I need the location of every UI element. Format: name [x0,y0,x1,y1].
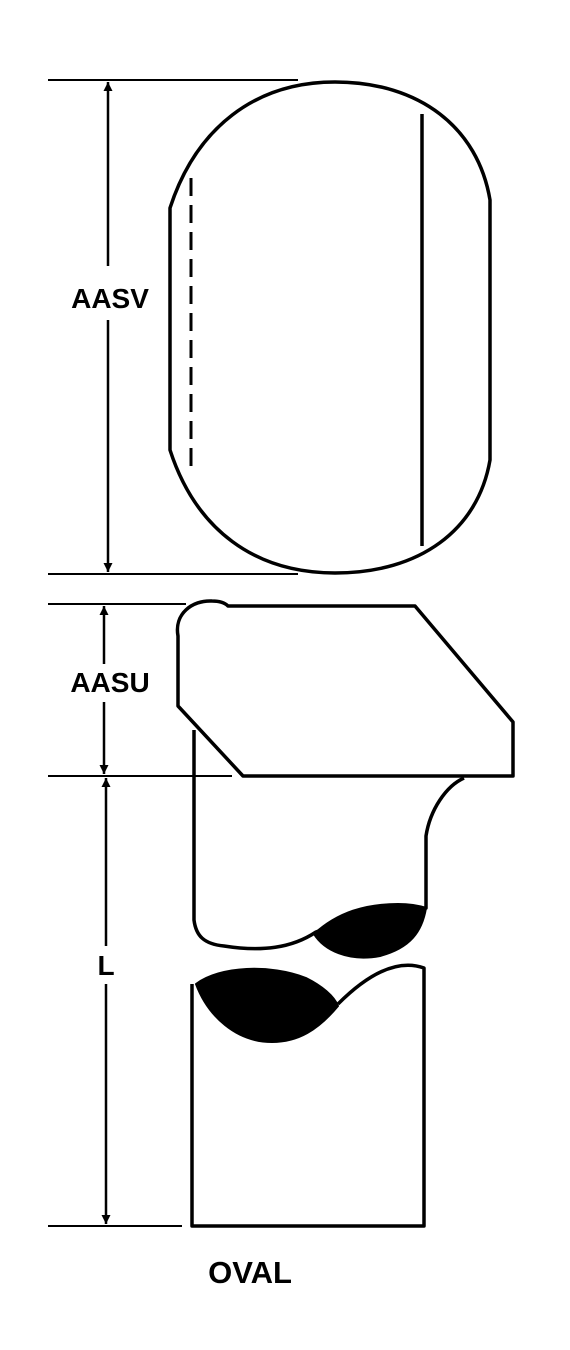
shank-lower-section [190,963,426,1228]
shank-upper-break-shading [313,903,427,959]
shank-lower-break-shading [195,967,339,1043]
head-outline [175,599,515,778]
top-view-oval [168,80,492,575]
label-aasu: AASU [70,667,149,698]
side-view-head [175,599,515,778]
dimension-aasu [48,603,232,777]
shank-lower-outline [190,963,426,1228]
label-aasv: AASV [71,283,149,314]
label-l: L [97,950,114,981]
label-oval: OVAL [208,1255,292,1290]
shank-upper-section [192,730,465,959]
oval-outline [168,80,492,575]
dimension-aasv [48,79,298,575]
dimension-l [48,778,182,1227]
